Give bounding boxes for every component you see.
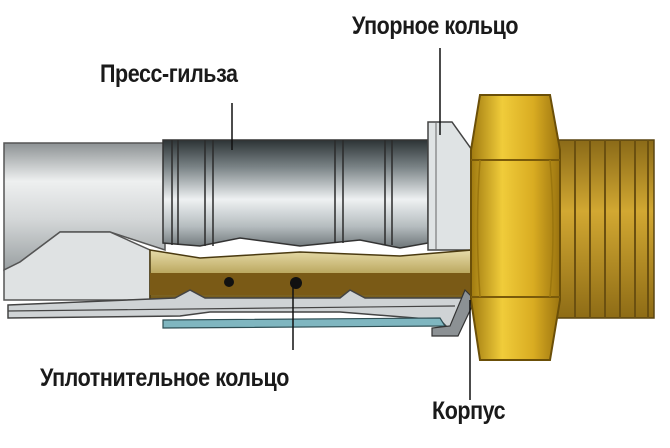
sealing-ring: [290, 277, 302, 289]
inner-layer: [162, 317, 447, 329]
label-sealing-ring: Уплотнительное кольцо: [40, 364, 289, 392]
pipe-cut-section: [3, 231, 151, 301]
sealing-ring: [224, 277, 234, 287]
label-stop-ring: Упорное кольцо: [352, 12, 519, 40]
stop-ring: [427, 121, 473, 251]
hex-nut: [470, 94, 561, 361]
label-press-sleeve: Пресс-гильза: [100, 60, 238, 88]
label-body: Корпус: [432, 397, 506, 425]
press-sleeve: [162, 139, 429, 249]
